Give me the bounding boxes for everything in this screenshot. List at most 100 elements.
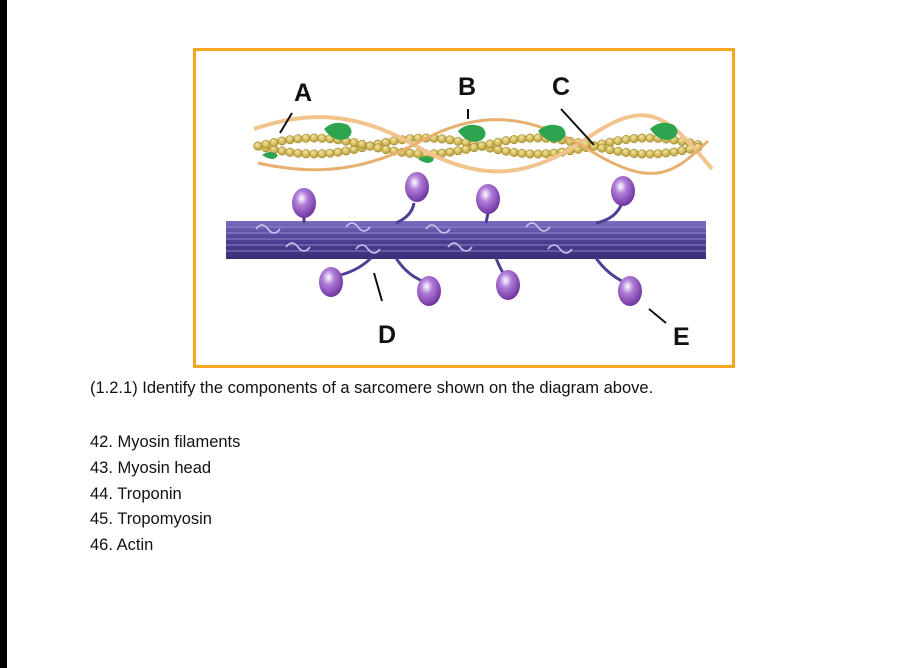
myosin-head [319, 267, 343, 297]
actin-bead [309, 133, 319, 143]
label-a: A [294, 79, 312, 107]
answer-list: 42. Myosin filaments 43. Myosin head 44.… [90, 430, 240, 559]
leader-line-a [279, 112, 293, 134]
actin-bead [629, 134, 639, 144]
troponin [324, 122, 352, 140]
actin-filament [253, 133, 703, 159]
actin-bead [613, 146, 623, 156]
leader-line-e [648, 308, 667, 324]
troponin [538, 124, 566, 142]
actin-bead [445, 135, 455, 145]
troponin [262, 152, 278, 159]
actin-bead [645, 133, 655, 143]
actin-bead [269, 138, 279, 148]
actin-bead [453, 136, 463, 146]
actin-bead [629, 148, 639, 158]
actin-bead [365, 141, 375, 151]
actin-bead [277, 146, 287, 156]
actin-bead [453, 146, 463, 156]
troponin [458, 124, 486, 142]
actin-bead [501, 136, 511, 146]
leader-line-d [373, 272, 383, 302]
actin-bead [405, 148, 415, 158]
actin-bead [493, 137, 503, 147]
label-d: D [378, 321, 396, 349]
actin-bead [677, 146, 687, 156]
troponin-complexes [262, 122, 678, 163]
actin-bead [277, 136, 287, 146]
actin-bead [349, 138, 359, 148]
myosin-head [417, 276, 441, 306]
myosin-heads [292, 172, 642, 306]
actin-bead [605, 137, 615, 147]
actin-bead [325, 148, 335, 158]
actin-bead [317, 149, 327, 159]
actin-bead [341, 146, 351, 156]
myosin-head [476, 184, 500, 214]
actin-bead [477, 141, 487, 151]
actin-bead [525, 149, 535, 159]
label-e: E [673, 323, 690, 351]
actin-bead [621, 135, 631, 145]
list-item: 43. Myosin head [90, 458, 212, 477]
myosin-head [292, 188, 316, 218]
actin-bead [293, 134, 303, 144]
actin-bead [525, 133, 535, 143]
label-b: B [458, 73, 476, 101]
myosin-head [611, 176, 635, 206]
actin-bead [533, 133, 543, 143]
myosin-head [405, 172, 429, 202]
actin-bead [285, 135, 295, 145]
actin-bead [485, 139, 495, 149]
list-item: 44. Troponin [90, 484, 182, 503]
myosin-head [618, 276, 642, 306]
actin-bead [637, 149, 647, 159]
actin-bead [317, 133, 327, 143]
actin-bead [541, 149, 551, 159]
actin-bead [373, 143, 383, 153]
actin-bead [293, 148, 303, 158]
actin-bead [461, 144, 471, 154]
actin-bead [253, 141, 263, 151]
actin-bead [357, 139, 367, 149]
actin-bead [501, 146, 511, 156]
troponin [650, 122, 678, 140]
actin-bead [469, 143, 479, 153]
actin-bead [621, 148, 631, 158]
tropomyosin-strand-2 [257, 118, 710, 175]
actin-bead [445, 147, 455, 157]
list-item: 46. Actin [90, 536, 154, 555]
actin-bead [661, 148, 671, 158]
actin-bead [333, 147, 343, 157]
list-item: 45. Tropomyosin [90, 510, 212, 529]
actin-bead [645, 149, 655, 159]
actin-bead [285, 147, 295, 157]
actin-bead [597, 143, 607, 153]
question-text: (1.2.1) Identify the components of a sar… [90, 379, 654, 397]
myosin-head [496, 270, 520, 300]
label-c: C [552, 73, 570, 101]
actin-bead [517, 148, 527, 158]
actin-bead [605, 145, 615, 155]
actin-bead [533, 149, 543, 159]
troponin [418, 156, 434, 163]
actin-bead [437, 134, 447, 144]
actin-bead [509, 135, 519, 145]
screen-edge [0, 0, 7, 668]
actin-bead [653, 149, 663, 159]
myosin-filament [226, 221, 706, 259]
list-item: 42. Myosin filaments [90, 433, 241, 451]
actin-bead [261, 139, 271, 149]
leader-line-c [560, 108, 595, 146]
actin-bead [509, 147, 519, 157]
actin-bead [301, 133, 311, 143]
tropomyosin-strand-1 [253, 113, 714, 174]
actin-bead [381, 145, 391, 155]
sarcomere-diagram: A B C D E [193, 48, 735, 368]
actin-bead [301, 149, 311, 159]
actin-bead [669, 147, 679, 157]
actin-bead [517, 134, 527, 144]
actin-bead [309, 149, 319, 159]
actin-bead [613, 136, 623, 146]
actin-bead [589, 141, 599, 151]
